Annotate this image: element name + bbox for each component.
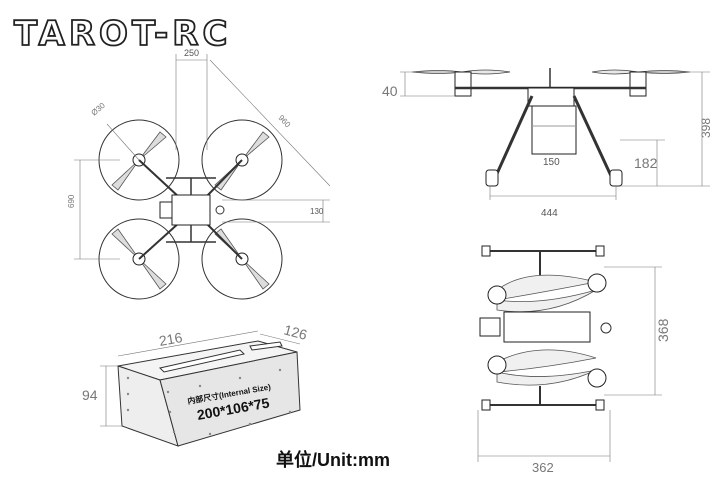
box-dim-height: 94 bbox=[82, 387, 98, 403]
folded-motors bbox=[487, 273, 607, 388]
side-dimension-lines bbox=[400, 71, 710, 200]
dim-box-height: 150 bbox=[543, 157, 560, 168]
dim-folded-length: 368 bbox=[655, 318, 671, 342]
box-dimension-lines bbox=[100, 330, 301, 427]
folded-landing-bars bbox=[486, 250, 600, 406]
propeller-disc-bottom-right bbox=[201, 218, 283, 300]
dim-prop-height: 40 bbox=[382, 83, 398, 99]
logo-text: TAROT-RC bbox=[14, 14, 231, 54]
folded-gps bbox=[600, 322, 612, 334]
propeller-blades bbox=[111, 131, 270, 290]
top-dimension-lines bbox=[74, 54, 331, 260]
side-propellers bbox=[411, 69, 691, 75]
folded-dimension-lines bbox=[477, 266, 662, 462]
folded-view-drawing: 368 362 bbox=[477, 245, 671, 475]
box-dim-length: 216 bbox=[158, 329, 184, 349]
side-motor-right bbox=[629, 71, 647, 97]
landing-feet bbox=[485, 169, 623, 187]
center-body bbox=[171, 194, 211, 226]
top-view-drawing: 250 960 Ø30 690 130 bbox=[67, 48, 331, 300]
box-side-face bbox=[159, 351, 301, 447]
landing-gear-top bbox=[166, 177, 216, 243]
side-view-drawing: 40 398 150 182 444 bbox=[382, 68, 713, 219]
gps-mount bbox=[215, 205, 225, 215]
carry-box-drawing bbox=[100, 330, 301, 447]
dim-arm-spacing: 250 bbox=[184, 48, 199, 58]
payload-box bbox=[531, 105, 577, 155]
gimbal-mount bbox=[159, 201, 173, 219]
box-handles bbox=[159, 341, 283, 373]
dim-130: 130 bbox=[310, 207, 324, 216]
dim-folded-width: 362 bbox=[532, 460, 554, 475]
box-dim-width: 126 bbox=[282, 321, 309, 343]
folded-center-body bbox=[503, 311, 591, 343]
brand-logo: TAROT-RC bbox=[13, 13, 231, 55]
side-motor-left bbox=[454, 71, 472, 97]
dim-prop-diameter: Ø30 bbox=[90, 101, 108, 118]
dim-gear-height: 182 bbox=[634, 155, 658, 171]
dim-total-height: 398 bbox=[699, 118, 713, 138]
dim-side: 690 bbox=[67, 194, 76, 208]
dim-diagonal: 960 bbox=[277, 113, 293, 129]
side-center-body bbox=[527, 87, 575, 107]
unit-caption: 单位/Unit:mm bbox=[276, 449, 390, 470]
frame-arms bbox=[138, 159, 243, 260]
landing-legs bbox=[493, 95, 614, 179]
folded-gimbal bbox=[479, 317, 501, 337]
folded-bar-ends bbox=[481, 245, 605, 411]
dim-gear-width: 444 bbox=[541, 208, 558, 219]
box-rivets bbox=[126, 368, 292, 436]
